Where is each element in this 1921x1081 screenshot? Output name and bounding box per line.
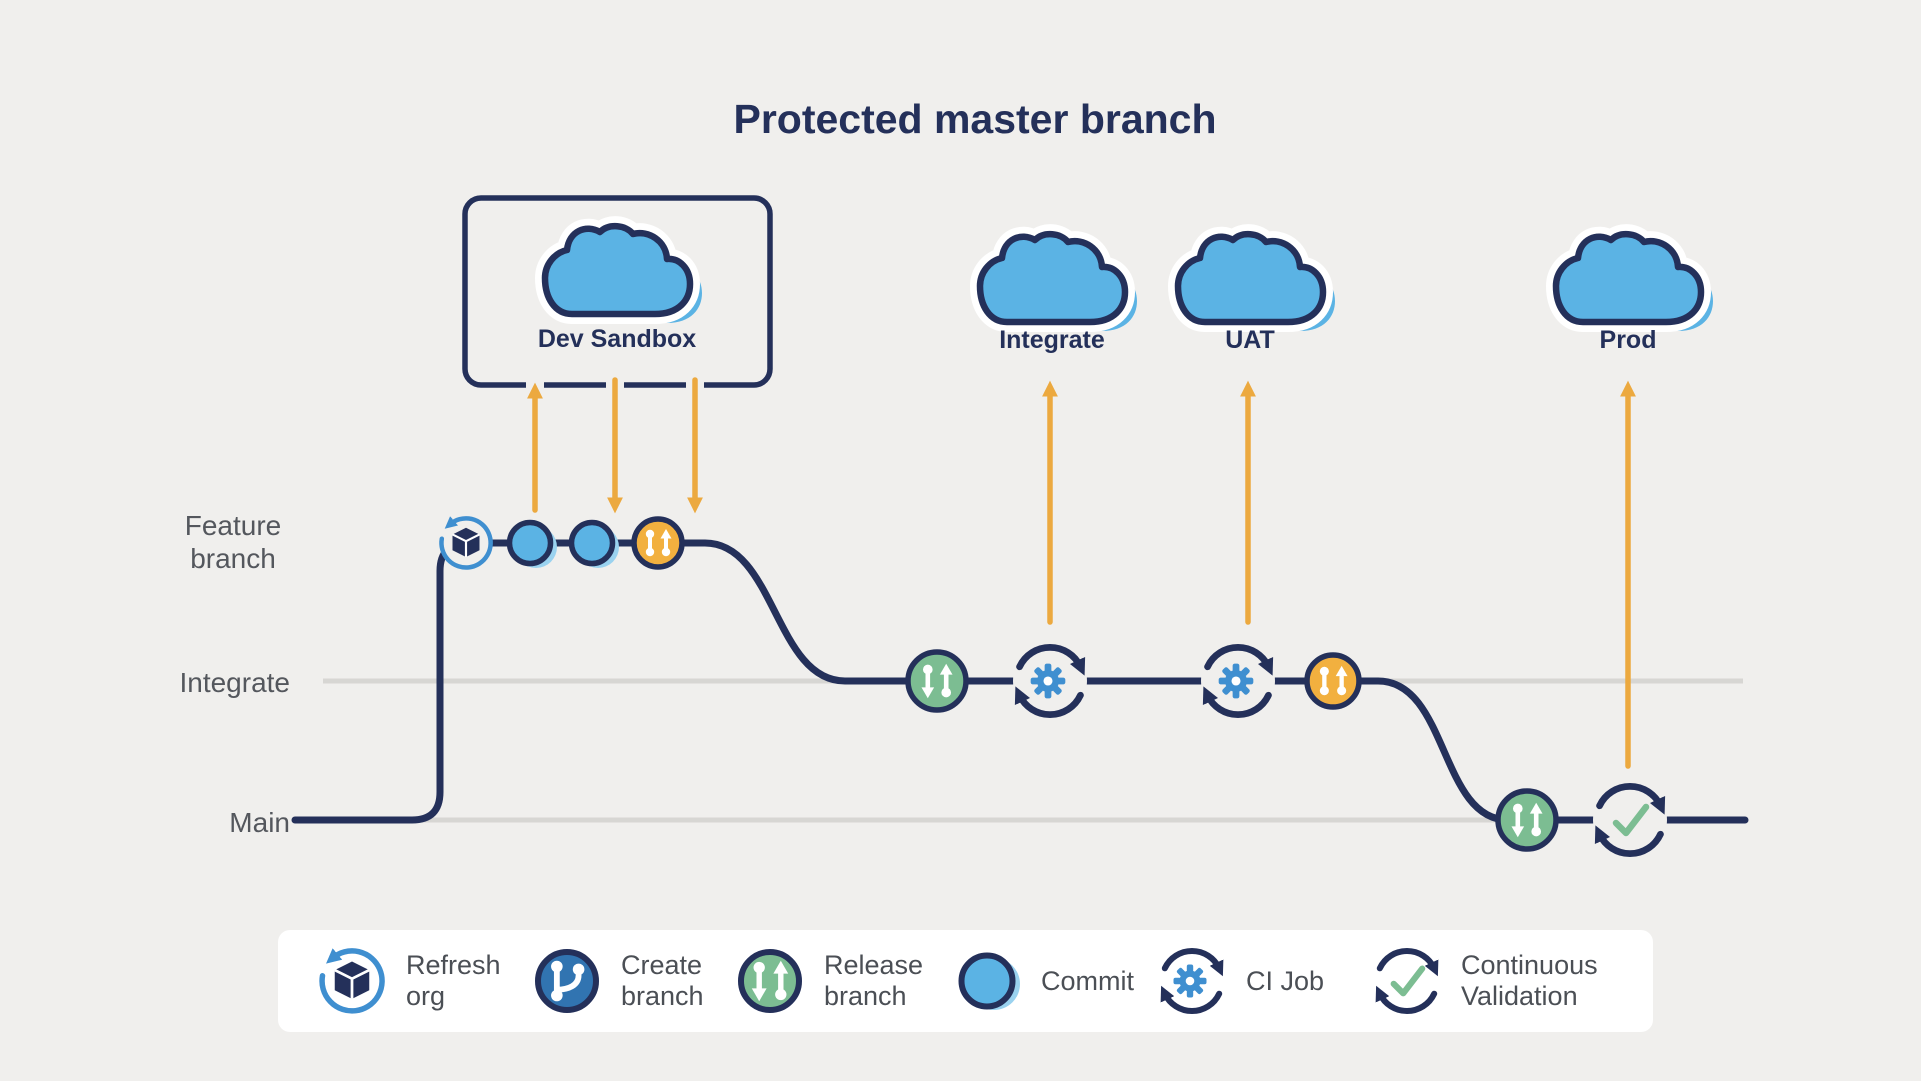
branch-flow-line (291, 539, 1749, 824)
release-branch-node-main (1495, 788, 1559, 852)
page-title: Protected master branch (733, 96, 1217, 142)
merge-node-integrate (1304, 652, 1362, 710)
commit-icon (958, 952, 1020, 1010)
commit-node-2 (568, 519, 619, 568)
create-branch-icon (535, 949, 599, 1013)
refresh-org-node (440, 517, 492, 569)
dev-sandbox-cloud-icon (545, 226, 702, 323)
legend-item-ci-job: CI Job (1152, 930, 1324, 1032)
release-branch-node-integrate (905, 649, 969, 713)
integrate-cloud-label: Integrate (999, 326, 1105, 354)
feature-branch-lane-label: Feature branch (168, 509, 298, 575)
legend-label: Commit (1041, 965, 1134, 996)
ci-job-icon (1152, 941, 1232, 1021)
border-gap (526, 376, 544, 394)
flow-arrows (527, 377, 1636, 769)
legend-label: CI Job (1246, 965, 1325, 996)
dev-sandbox-label: Dev Sandbox (537, 325, 697, 353)
prod-cloud-label: Prod (1599, 326, 1657, 354)
ci-job-node-1 (1013, 644, 1087, 718)
feature-lane-label-line1: Feature (184, 510, 282, 541)
integrate-cloud-icon (980, 234, 1137, 331)
uat-cloud-icon (1178, 234, 1335, 331)
continuous-validation-icon (1367, 941, 1447, 1021)
continuous-validation-node (1593, 783, 1667, 857)
prod-cloud-icon (1556, 234, 1713, 331)
main-lane-label: Main (229, 807, 290, 838)
uat-cloud-label: UAT (1225, 326, 1275, 354)
commit-node-1 (506, 519, 557, 568)
feature-lane-label-line2: branch (190, 543, 276, 574)
release-branch-icon (738, 949, 802, 1013)
integrate-lane-label: Integrate (179, 667, 290, 698)
create-branch-node (631, 516, 685, 570)
refresh-org-icon (312, 941, 392, 1021)
legend-item-commit: Commit (947, 930, 1134, 1032)
ci-job-node-2 (1201, 644, 1275, 718)
